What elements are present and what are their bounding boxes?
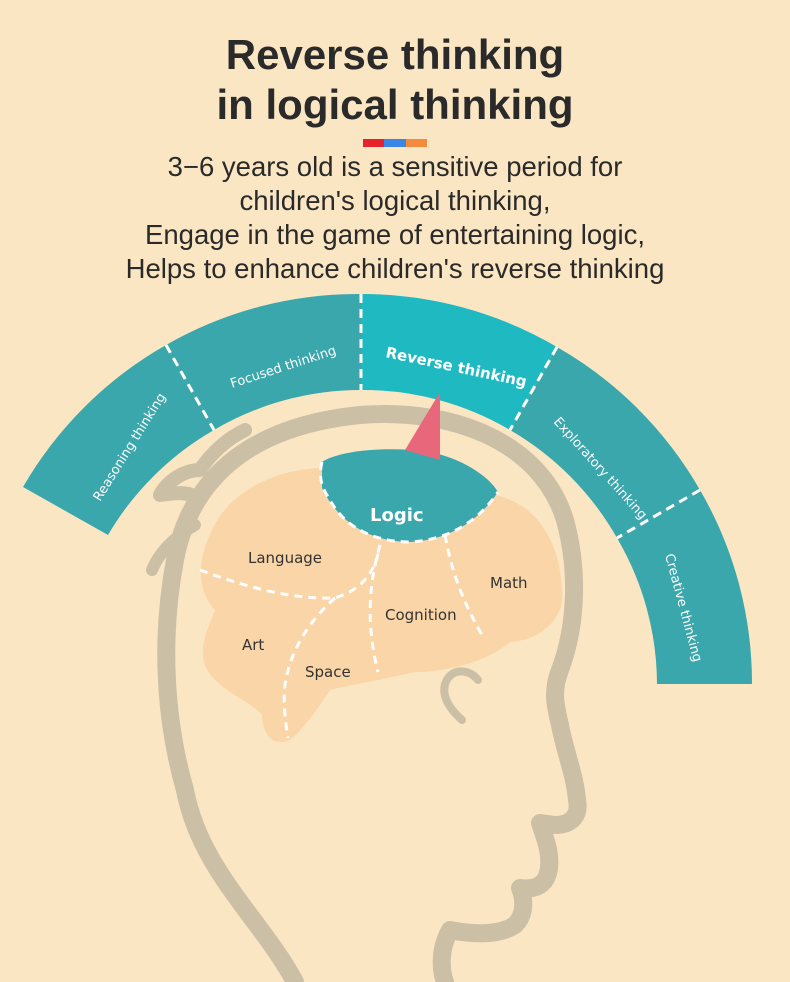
subtitle-line-1: 3−6 years old is a sensitive period for [167, 151, 623, 182]
subtitle: 3−6 years old is a sensitive period for … [0, 150, 790, 286]
pointer-triangle [405, 392, 440, 460]
ring-separator [164, 344, 216, 431]
ring-segment-focused[interactable] [166, 293, 361, 430]
brain-divider [199, 544, 382, 600]
logic-region[interactable] [322, 449, 498, 542]
ring-separator [508, 346, 559, 431]
language-label: Language [248, 549, 322, 567]
ring-segment-exploratory[interactable] [510, 347, 700, 538]
ring-segment-reverse[interactable] [361, 293, 557, 430]
subtitle-line-3: Engage in the game of entertaining logic… [145, 219, 645, 250]
hair-tuft-2 [146, 519, 201, 576]
ring-segment-creative[interactable] [617, 490, 753, 684]
subtitle-line-4: Helps to enhance children's reverse thin… [125, 253, 665, 284]
page-title: Reverse thinking in logical thinking [0, 30, 790, 130]
title-line-1: Reverse thinking [225, 31, 565, 78]
logic-label: Logic [370, 505, 424, 526]
hair-tuft [153, 423, 252, 507]
ring-separator [616, 488, 701, 540]
head-silhouette [157, 405, 587, 982]
accent-color-bar [363, 139, 427, 147]
space-label: Space [305, 663, 351, 681]
brain-divider [368, 544, 382, 673]
cognition-label: Cognition [385, 606, 457, 624]
math-label: Math [490, 574, 528, 592]
ear [440, 667, 482, 724]
art-label: Art [242, 636, 264, 654]
logic-region-border [318, 461, 500, 544]
accent-blue [384, 139, 406, 147]
ring-segment-reasoning[interactable] [23, 345, 214, 535]
subtitle-line-2: children's logical thinking, [239, 185, 551, 216]
brain-shape [200, 468, 563, 742]
accent-orange [405, 139, 427, 147]
accent-red [363, 139, 385, 147]
title-line-2: in logical thinking [216, 81, 574, 128]
